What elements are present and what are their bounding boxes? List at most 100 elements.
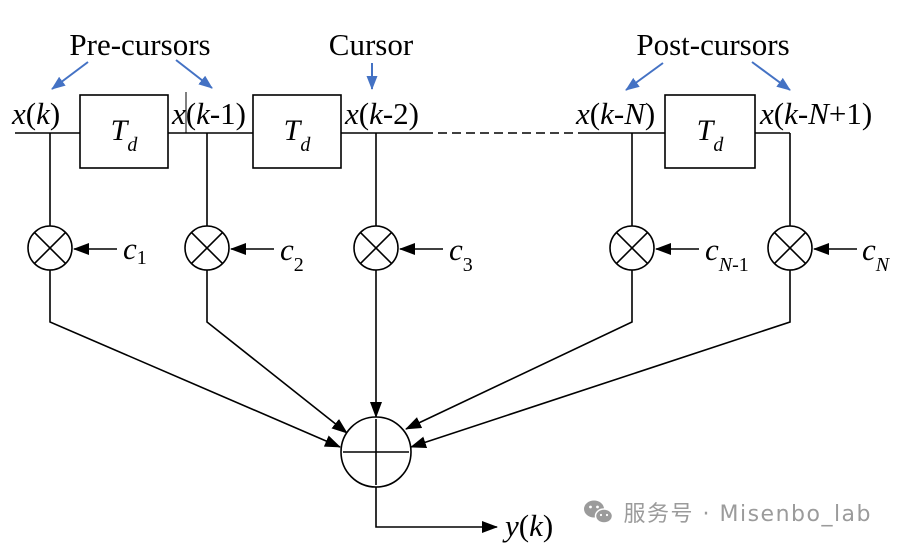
math-symbol: 2 bbox=[294, 254, 304, 276]
math-variable: N bbox=[623, 96, 647, 131]
signal-labels: x(k) x(k-1) x(k-2) x(k-N) x(k-N+1) bbox=[11, 96, 872, 131]
coefficient-label-4: cN-1 bbox=[705, 232, 749, 276]
math-variable: T bbox=[284, 114, 303, 147]
math-symbol: ( bbox=[519, 508, 529, 543]
math-variable: N bbox=[718, 254, 734, 276]
summation-wires bbox=[49, 270, 791, 448]
multiplier-4 bbox=[609, 225, 655, 271]
multiplier-cross bbox=[615, 231, 649, 265]
coefficient-label-3: c3 bbox=[449, 232, 473, 276]
delay-block-2 bbox=[252, 94, 342, 169]
math-variable: x bbox=[759, 96, 774, 131]
coefficient-subscript: 3 bbox=[463, 254, 473, 276]
coefficient-base: c bbox=[280, 232, 294, 267]
watermark-text: 服务号 · Misenbo_lab bbox=[624, 502, 873, 527]
math-variable: k bbox=[784, 96, 799, 131]
math-variable: d bbox=[713, 134, 724, 156]
multiplier-2 bbox=[184, 225, 230, 271]
multiplier-5 bbox=[767, 225, 813, 271]
math-symbol: ( bbox=[590, 96, 600, 131]
watermark: 服务号 · Misenbo_lab bbox=[584, 500, 873, 527]
signal-label-xk: x(k) bbox=[11, 96, 60, 131]
coefficient-base: c bbox=[705, 232, 719, 267]
coefficient-base: c bbox=[123, 231, 137, 266]
tap-wires bbox=[49, 133, 791, 226]
sum-wire-1 bbox=[49, 270, 341, 448]
output-wire bbox=[375, 487, 498, 533]
post-cursors-label: Post-cursors bbox=[636, 27, 789, 62]
math-variable: y bbox=[502, 508, 519, 543]
math-variable: c bbox=[449, 232, 463, 267]
math-variable: k bbox=[369, 96, 384, 131]
math-variable: x bbox=[344, 96, 359, 131]
post-cursor-arrow-left bbox=[625, 62, 664, 91]
circuit bbox=[15, 92, 857, 533]
math-symbol: - bbox=[798, 96, 808, 131]
delay-label-base: T bbox=[697, 114, 716, 147]
output-label: y(k) bbox=[502, 508, 553, 543]
coefficient-subscript: 1 bbox=[137, 247, 147, 269]
delay-label-1: Td bbox=[111, 114, 139, 156]
math-symbol: - bbox=[614, 96, 624, 131]
coefficient-label-5: cN bbox=[862, 232, 891, 276]
delay-labels: Td Td Td bbox=[111, 114, 725, 156]
post-cursor-arrow-right bbox=[751, 61, 791, 91]
math-symbol: ) bbox=[543, 508, 553, 543]
multiplier-cross bbox=[33, 231, 67, 265]
delay-block-1 bbox=[79, 94, 169, 169]
pre-cursor-arrow-left bbox=[51, 61, 89, 90]
delay-label-base: T bbox=[284, 114, 303, 147]
math-variable: k bbox=[529, 508, 544, 543]
math-variable: x bbox=[575, 96, 590, 131]
wechat-icon-eye bbox=[589, 505, 592, 509]
sum-wire-4 bbox=[405, 270, 633, 430]
math-symbol: 3 bbox=[463, 254, 473, 276]
math-symbol: -2) bbox=[383, 96, 419, 131]
signal-label-xk-n: x(k-N) bbox=[575, 96, 655, 131]
math-symbol: 1 bbox=[137, 247, 147, 269]
coefficient-label-2: c2 bbox=[280, 232, 304, 276]
multiplier-3 bbox=[353, 225, 399, 271]
delay-label-subscript: d bbox=[300, 134, 311, 156]
signal-label-xk-1: x(k-1) bbox=[171, 96, 246, 131]
coefficient-subscript: N-1 bbox=[718, 254, 749, 276]
delay-line bbox=[15, 92, 790, 169]
wechat-icon-eye bbox=[605, 513, 609, 517]
math-symbol: ( bbox=[774, 96, 784, 131]
cursor-annotations: Pre-cursors Cursor Post-cursors bbox=[69, 27, 789, 62]
sum-wire-2 bbox=[206, 270, 348, 434]
math-symbol: +1) bbox=[829, 96, 872, 131]
multiplier-cross bbox=[359, 231, 393, 265]
math-variable: N bbox=[875, 254, 891, 276]
coefficient-labels: c1 c2 c3 cN-1 cN bbox=[123, 231, 891, 276]
coefficient-subscript: 2 bbox=[294, 254, 304, 276]
multiplier-1 bbox=[27, 225, 73, 271]
math-variable: d bbox=[300, 134, 311, 156]
math-symbol: ) bbox=[645, 96, 655, 131]
delay-label-subscript: d bbox=[127, 134, 138, 156]
coefficient-base: c bbox=[862, 232, 876, 267]
math-symbol: -1 bbox=[732, 254, 749, 276]
math-variable: x bbox=[11, 96, 26, 131]
math-variable: k bbox=[600, 96, 615, 131]
coefficient-subscript: N bbox=[875, 254, 891, 276]
math-variable: c bbox=[280, 232, 294, 267]
delay-block-3 bbox=[664, 94, 756, 169]
annotation-arrows bbox=[51, 59, 791, 91]
signal-label-xk-2: x(k-2) bbox=[344, 96, 419, 131]
math-symbol: -1) bbox=[210, 96, 246, 131]
pre-cursor-arrow-right bbox=[175, 59, 213, 89]
math-variable: N bbox=[807, 96, 831, 131]
adder bbox=[340, 416, 412, 488]
math-variable: c bbox=[862, 232, 876, 267]
math-symbol: ( bbox=[186, 96, 196, 131]
wechat-icon bbox=[584, 500, 614, 524]
sum-wire-5 bbox=[410, 270, 791, 448]
math-variable: k bbox=[36, 96, 51, 131]
delay-label-subscript: d bbox=[713, 134, 724, 156]
wechat-icon-eye bbox=[596, 505, 599, 509]
delay-label-2: Td bbox=[284, 114, 312, 156]
math-variable: T bbox=[697, 114, 716, 147]
